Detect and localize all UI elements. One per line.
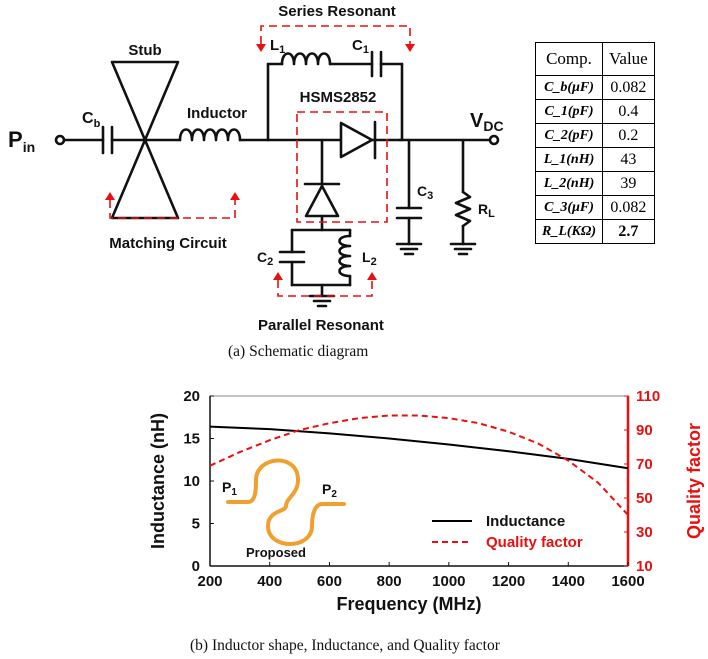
table-header-comp: Comp.	[535, 42, 603, 76]
port-p1-label: P1	[222, 479, 237, 498]
series-line-inductance	[209, 425, 629, 470]
y-tick-label: 5	[192, 516, 200, 533]
table-row: C_b(μF)0.082	[535, 75, 655, 100]
y2-tick-label: 90	[636, 422, 653, 439]
table-cell-comp: C_1(pF)	[535, 99, 603, 124]
y2-tick-label: 70	[636, 456, 653, 473]
table-cell-comp: C_2(pF)	[535, 123, 603, 148]
table-cell-comp: C_b(μF)	[535, 75, 603, 100]
table-cell-value: 2.7	[602, 219, 655, 244]
diode-label: HSMS2852	[300, 89, 377, 106]
table-row: C_2(pF)0.2	[535, 123, 655, 148]
y-tick-label: 20	[183, 388, 200, 405]
c2-label: C2	[257, 249, 273, 268]
schematic-caption: (a) Schematic diagram	[228, 343, 369, 360]
y2-tick-label: 10	[636, 558, 653, 575]
cb-label: Cb	[82, 110, 101, 130]
table-row: R_L(KΩ)2.7	[535, 219, 655, 244]
x-axis-label: Frequency (MHz)	[336, 594, 481, 614]
series-line-quality-factor	[209, 414, 629, 516]
table-row: L_1(nH)43	[535, 147, 655, 172]
pin-label: Pin	[8, 127, 35, 155]
table-cell-value: 39	[602, 171, 655, 196]
inductor-shape-inset	[226, 458, 346, 546]
y2-tick-label: 110	[636, 388, 660, 405]
table-header-value: Value	[602, 42, 655, 76]
table-cell-value: 0.2	[602, 123, 655, 148]
table-row: C_1(pF)0.4	[535, 99, 655, 124]
x-tick-label: 800	[377, 573, 402, 590]
matching-circuit-label: Matching Circuit	[109, 235, 227, 252]
x-tick-label: 1000	[432, 573, 465, 590]
port-p2-label: P2	[322, 481, 337, 500]
series-resonant-label: Series Resonant	[278, 3, 396, 20]
table-cell-comp: C_3(μF)	[535, 195, 603, 220]
c1-label: C1	[352, 37, 369, 56]
x-tick-label: 200	[197, 573, 222, 590]
table-cell-value: 43	[602, 147, 655, 172]
y2-axis-label: Quality factor	[684, 423, 704, 539]
y-tick-label: 0	[192, 558, 200, 575]
legend-entry: Quality factor	[486, 534, 583, 551]
component-value-table: Comp. Value C_b(μF)0.082 C_1(pF)0.4 C_2(…	[535, 42, 655, 244]
x-tick-label: 1600	[611, 573, 644, 590]
y2-tick-label: 50	[636, 490, 653, 507]
table-cell-comp: R_L(KΩ)	[535, 219, 603, 244]
y-tick-label: 10	[183, 473, 200, 490]
inductor-label: Inductor	[187, 105, 247, 122]
rl-label: RL	[478, 201, 495, 220]
table-cell-comp: L_1(nH)	[535, 147, 603, 172]
c3-label: C3	[417, 183, 433, 202]
x-tick-label: 1400	[552, 573, 585, 590]
table-header-row: Comp. Value	[535, 42, 655, 76]
x-tick-label: 400	[257, 573, 282, 590]
l2-label: L2	[362, 249, 377, 268]
schematic-diagram: Series Resonant Stub Pin Cb Inductor L1 …	[8, 3, 504, 334]
legend-entry: Inductance	[486, 513, 565, 530]
inductance-quality-chart: 200 400 600 800 1000 1200 1400 1600 0 5 10 15 20 10 30…	[148, 388, 704, 614]
stub-label: Stub	[128, 42, 161, 59]
y2-tick-label: 30	[636, 524, 653, 541]
table-row: C_3(μF)0.082	[535, 195, 655, 220]
table-row: L_2(nH)39	[535, 171, 655, 196]
y-tick-label: 15	[183, 431, 200, 448]
table-cell-value: 0.082	[602, 75, 655, 100]
x-tick-label: 600	[317, 573, 342, 590]
y-axis-label: Inductance (nH)	[148, 413, 168, 549]
l1-label: L1	[270, 37, 285, 56]
chart-caption: (b) Inductor shape, Inductance, and Qual…	[190, 637, 500, 654]
proposed-label: Proposed	[246, 545, 306, 560]
table-cell-value: 0.082	[602, 195, 655, 220]
table-cell-value: 0.4	[602, 99, 655, 124]
vdc-label: VDC	[470, 110, 504, 134]
x-tick-label: 1200	[492, 573, 525, 590]
table-cell-comp: L_2(nH)	[535, 171, 603, 196]
parallel-resonant-label: Parallel Resonant	[258, 317, 384, 334]
